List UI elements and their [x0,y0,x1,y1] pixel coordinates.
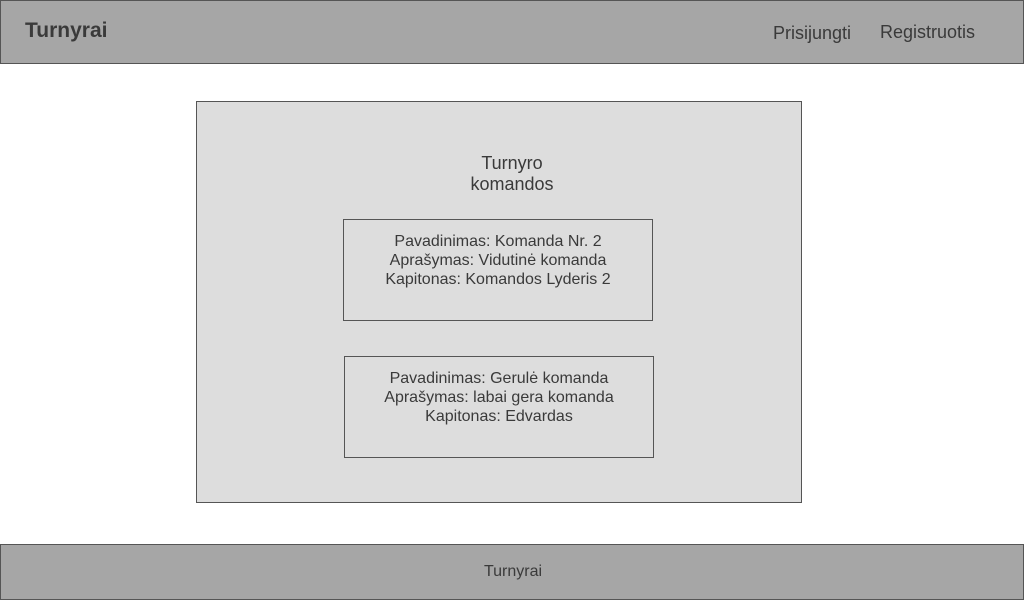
team-card[interactable]: Pavadinimas: Komanda Nr. 2 Aprašymas: Vi… [343,219,653,321]
page-title: Turnyro komandos [197,153,827,195]
brand-logo-text[interactable]: Turnyrai [25,19,108,42]
register-link[interactable]: Registruotis [880,22,976,42]
team-name: Pavadinimas: Komanda Nr. 2 [394,233,602,250]
team-card[interactable]: Pavadinimas: Gerulė komanda Aprašymas: l… [344,356,654,458]
login-link[interactable]: Prisijungti [773,23,852,43]
footer-bar: Turnyrai [0,544,1024,600]
footer-text: Turnyrai [483,563,543,580]
page-title-line-2: komandos [470,174,554,194]
page-title-line-1: Turnyro [481,153,543,173]
team-description: Aprašymas: Vidutinė komanda [389,252,607,269]
team-name: Pavadinimas: Gerulė komanda [389,370,609,387]
teams-panel: Turnyro komandos Pavadinimas: Komanda Nr… [196,101,802,503]
header-bar: Turnyrai Prisijungti Registruotis [0,0,1024,64]
team-captain: Kapitonas: Edvardas [425,408,573,425]
team-captain: Kapitonas: Komandos Lyderis 2 [385,271,611,288]
team-description: Aprašymas: labai gera komanda [384,389,614,406]
